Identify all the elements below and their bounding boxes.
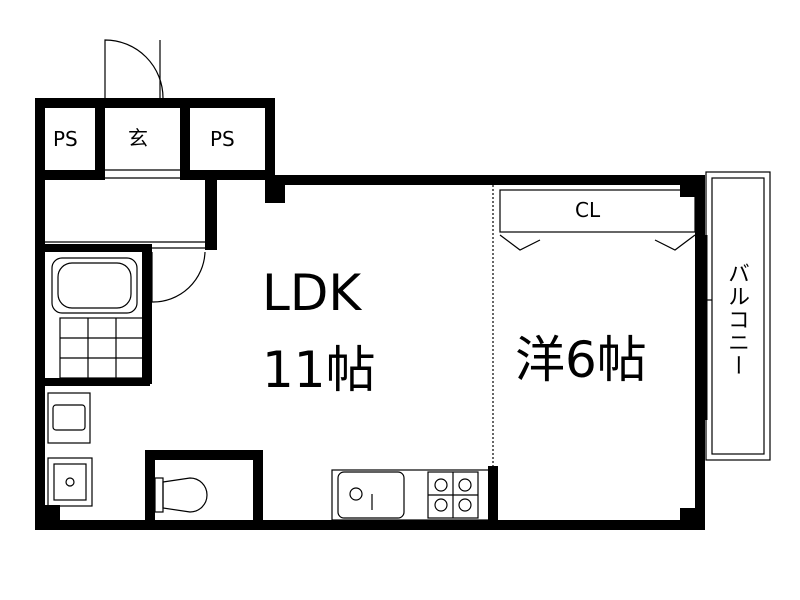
- label-western-room: 洋6帖: [515, 331, 647, 389]
- label-balcony: バルコニー: [724, 262, 749, 377]
- washing-machine-pan: [47, 457, 93, 507]
- washbasin: [47, 392, 91, 444]
- label-closet: CL: [575, 198, 601, 222]
- label-ldk-size: 11帖: [262, 341, 376, 399]
- kitchen-sink: [337, 471, 405, 519]
- label-ps-right: PS: [210, 127, 235, 151]
- walls: [35, 98, 705, 530]
- label-ldk: LDK: [262, 264, 362, 322]
- entrance-door-swing: [104, 39, 164, 99]
- label-ps-left: PS: [53, 127, 78, 151]
- shower-area: [59, 317, 146, 379]
- toilet: [162, 477, 208, 513]
- bathtub: [51, 257, 138, 314]
- label-genkan: 玄: [128, 126, 148, 150]
- bathroom-door-swing: [151, 251, 206, 303]
